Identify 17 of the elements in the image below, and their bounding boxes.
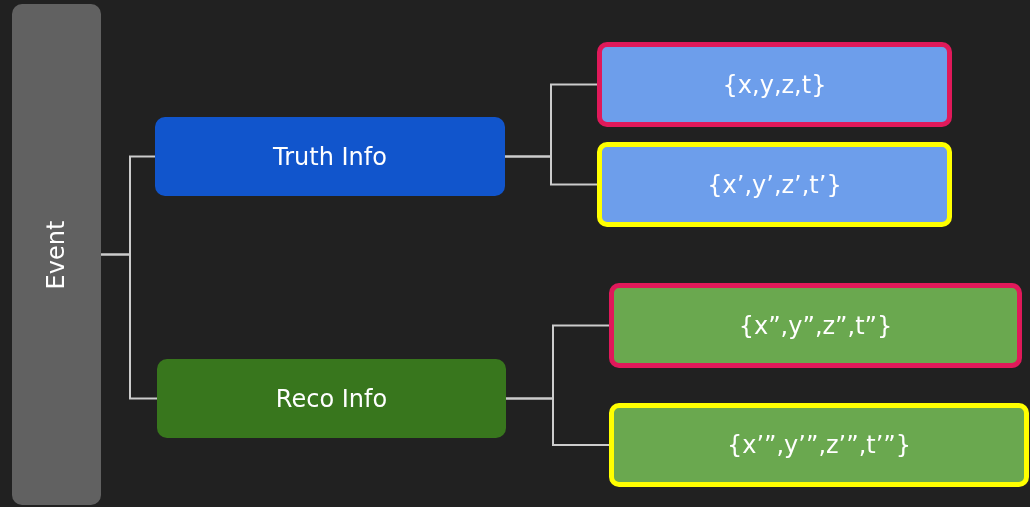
connector-line: [504, 155, 598, 186]
coordinate-box: [609, 403, 1029, 487]
node-label: {x”,y”,z”,t”}: [738, 311, 893, 340]
coordinate-box: [597, 42, 952, 127]
node-label: Reco Info: [275, 384, 388, 413]
coordinate-box: [609, 283, 1022, 368]
root-box: [12, 4, 101, 505]
node-label: {x,y,z,t}: [722, 70, 827, 99]
connector-line: [505, 397, 610, 446]
category-box: [155, 117, 505, 196]
node-label: {x’”,y’”,z’”,t’”}: [726, 431, 912, 459]
connector-line: [100, 253, 158, 400]
coordinate-box: [597, 142, 952, 227]
node-label: Event: [42, 220, 71, 289]
node-label: Truth Info: [273, 142, 387, 171]
category-box: [157, 359, 506, 438]
node-label: {x’,y’,z’,t’}: [707, 170, 842, 199]
